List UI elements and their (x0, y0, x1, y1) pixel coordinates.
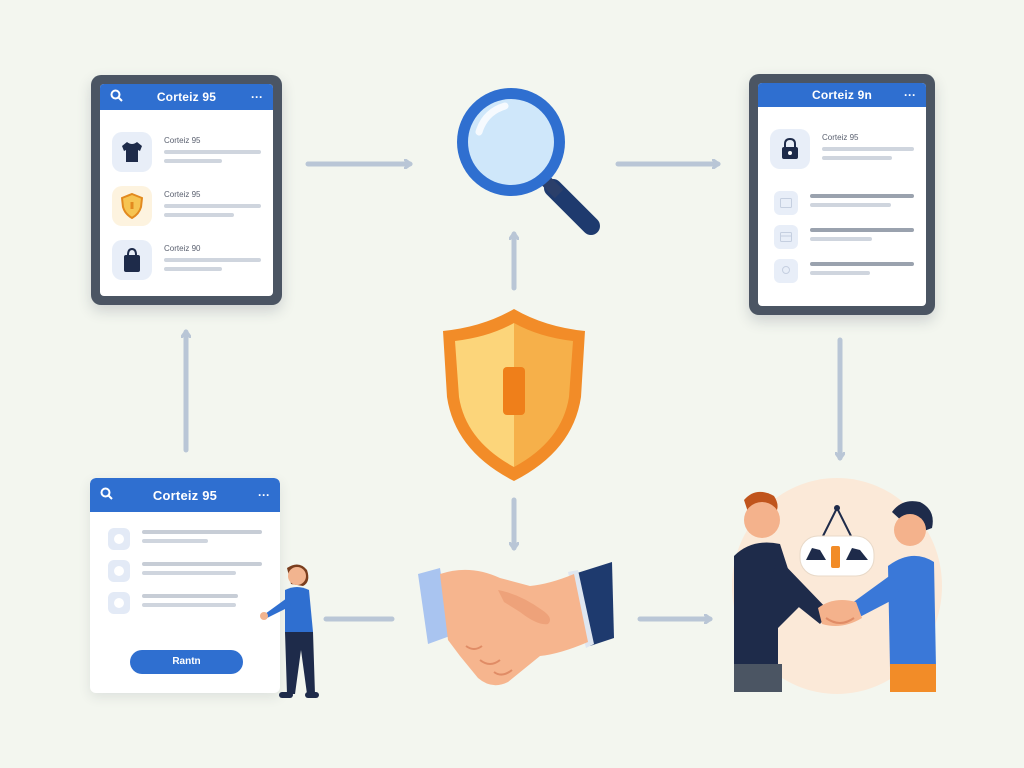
app-header: Corteiz 9n ··· (758, 83, 926, 107)
product-item[interactable]: Corteiz 95 (100, 186, 273, 226)
detail-row[interactable] (758, 259, 926, 283)
app-title: Corteiz 9n (811, 88, 872, 102)
magnifying-glass-icon (457, 88, 600, 235)
deal-scene (732, 478, 942, 694)
more-icon[interactable]: ··· (251, 90, 263, 104)
sneakers-sign-icon (799, 505, 875, 577)
product-item[interactable]: Corteiz 90 (100, 240, 273, 280)
image-icon (774, 191, 798, 215)
featured-name: Corteiz 95 (822, 133, 859, 142)
request-panel: Corteiz 95 ··· Rantn (90, 478, 280, 693)
submit-button[interactable]: Rantn (130, 650, 243, 674)
list-item[interactable] (90, 592, 280, 614)
app-header: Corteiz 95 ··· (90, 478, 280, 512)
bag-icon (112, 240, 152, 280)
list-item[interactable] (90, 560, 280, 582)
shield-icon (443, 309, 585, 481)
app-title: Corteiz 95 (156, 90, 217, 104)
handshake-icon (418, 562, 614, 686)
search-icon[interactable] (100, 487, 120, 503)
item-icon (108, 560, 130, 582)
product-name: Corteiz 90 (164, 244, 201, 253)
detail-screen: Corteiz 9n ··· Corteiz 95 (758, 83, 926, 306)
shield-icon (112, 186, 152, 226)
app-title: Corteiz 95 (152, 487, 218, 503)
person-figure (260, 564, 319, 698)
search-icon[interactable] (110, 89, 130, 105)
detail-row[interactable] (758, 191, 926, 215)
product-name: Corteiz 95 (164, 190, 201, 199)
item-icon (108, 528, 130, 550)
product-list-screen: Corteiz 95 ··· Corteiz 95 Corteiz 95 (100, 84, 273, 296)
more-icon[interactable]: ··· (904, 88, 916, 102)
item-icon (108, 592, 130, 614)
featured-item[interactable]: Corteiz 95 (758, 129, 926, 169)
more-icon[interactable]: ··· (258, 488, 270, 502)
tshirt-icon (112, 132, 152, 172)
detail-tablet: Corteiz 9n ··· Corteiz 95 (749, 74, 935, 315)
product-item[interactable]: Corteiz 95 (100, 132, 273, 172)
product-name: Corteiz 95 (164, 136, 201, 145)
list-item[interactable] (90, 528, 280, 550)
app-header: Corteiz 95 ··· (100, 84, 273, 110)
lock-icon (770, 129, 810, 169)
product-list-tablet: Corteiz 95 ··· Corteiz 95 Corteiz 95 (91, 75, 282, 305)
detail-row[interactable] (758, 225, 926, 249)
card-icon (774, 225, 798, 249)
pin-icon (774, 259, 798, 283)
